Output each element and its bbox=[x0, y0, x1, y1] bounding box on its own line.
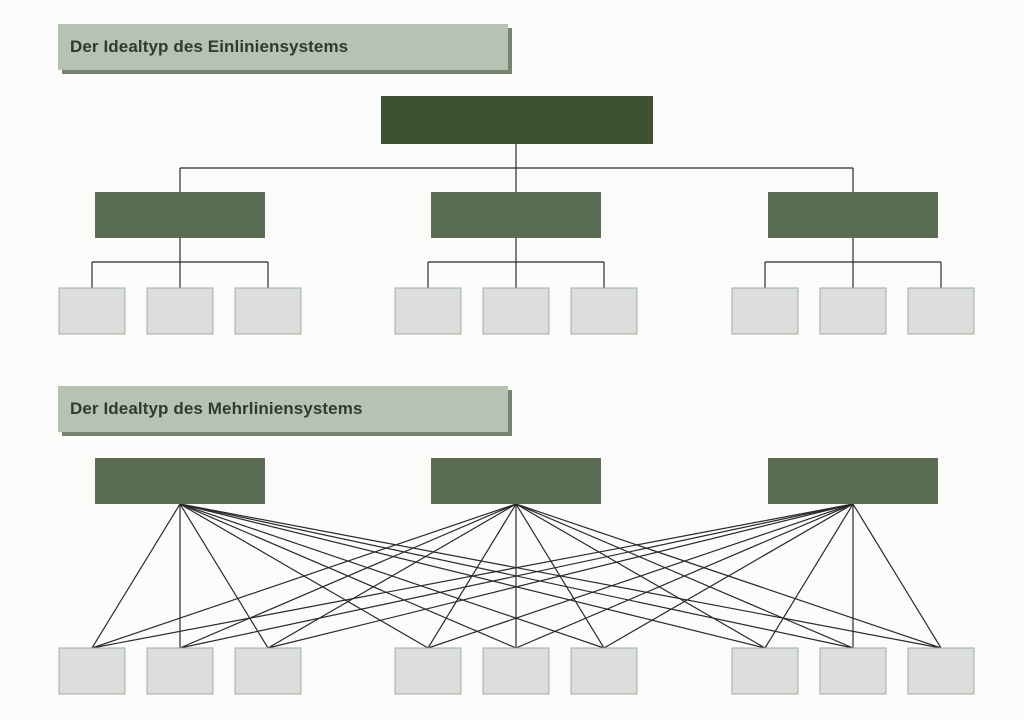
employee-box-multi-6 bbox=[570, 647, 638, 695]
employee-box-multi-5 bbox=[482, 647, 550, 695]
authority-line bbox=[427, 503, 854, 649]
specialist-manager-box-3 bbox=[768, 458, 938, 504]
title-einliniensystem-text: Der Idealtyp des Einliniensystems bbox=[70, 37, 349, 56]
employee-box-multi-4 bbox=[394, 647, 462, 695]
employee-box-3-3 bbox=[907, 287, 975, 335]
top-manager-box bbox=[381, 96, 653, 144]
authority-line bbox=[179, 503, 517, 649]
authority-line bbox=[179, 503, 269, 649]
authority-line bbox=[91, 503, 181, 649]
employee-box-2-3 bbox=[570, 287, 638, 335]
title-mehrliniensystem: Der Idealtyp des Mehrliniensystems bbox=[58, 386, 512, 436]
employee-box-multi-9 bbox=[907, 647, 975, 695]
employee-box-2-2 bbox=[482, 287, 550, 335]
authority-line bbox=[515, 503, 854, 649]
manager-box-3 bbox=[768, 192, 938, 238]
authority-line bbox=[91, 503, 517, 649]
employee-box-1-3 bbox=[234, 287, 302, 335]
employee-box-multi-3 bbox=[234, 647, 302, 695]
specialist-manager-box-1 bbox=[95, 458, 265, 504]
employee-box-3-2 bbox=[819, 287, 887, 335]
manager-box-1 bbox=[95, 192, 265, 238]
employee-box-multi-7 bbox=[731, 647, 799, 695]
title-einliniensystem: Der Idealtyp des Einliniensystems bbox=[58, 24, 512, 74]
authority-line bbox=[179, 503, 854, 649]
authority-line bbox=[267, 503, 517, 649]
employee-box-1-1 bbox=[58, 287, 126, 335]
authority-line bbox=[603, 503, 854, 649]
title-box: Der Idealtyp des Einliniensystems bbox=[58, 24, 508, 70]
authority-line bbox=[852, 503, 942, 649]
specialist-manager-box-2 bbox=[431, 458, 601, 504]
authority-line bbox=[267, 503, 854, 649]
manager-box-2 bbox=[431, 192, 601, 238]
title-mehrliniensystem-text: Der Idealtyp des Mehrliniensystems bbox=[70, 399, 363, 418]
employee-box-1-2 bbox=[146, 287, 214, 335]
employee-box-2-1 bbox=[394, 287, 462, 335]
title-box: Der Idealtyp des Mehrliniensystems bbox=[58, 386, 508, 432]
employee-box-3-1 bbox=[731, 287, 799, 335]
employee-box-multi-1 bbox=[58, 647, 126, 695]
authority-line bbox=[91, 503, 854, 649]
authority-line bbox=[764, 503, 854, 649]
employee-box-multi-2 bbox=[146, 647, 214, 695]
employee-box-multi-8 bbox=[819, 647, 887, 695]
